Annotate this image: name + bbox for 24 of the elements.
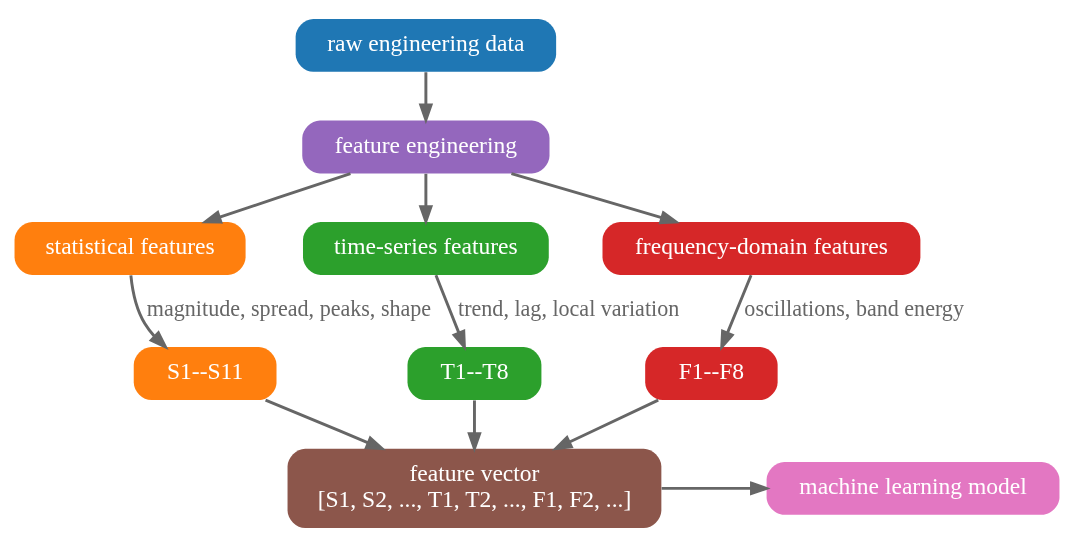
edge-label: magnitude, spread, peaks, shape bbox=[146, 295, 432, 321]
node-box: frequency-domain features bbox=[602, 221, 921, 275]
arrow bbox=[661, 480, 771, 496]
node-box: S1--S11 bbox=[133, 346, 277, 400]
node-box: feature vector [S1, S2, ..., T1, T2, ..., F1, F2, ...] bbox=[287, 448, 662, 528]
arrow bbox=[511, 171, 681, 224]
arrow bbox=[467, 399, 482, 453]
node-box: machine learning model bbox=[766, 461, 1060, 515]
node-box: feature engineering bbox=[302, 119, 550, 173]
arrow bbox=[434, 274, 467, 351]
arrow bbox=[551, 398, 659, 450]
arrow bbox=[201, 171, 351, 224]
edge-label: trend, lag, local variation bbox=[458, 295, 680, 321]
arrow bbox=[418, 173, 434, 226]
arrow bbox=[418, 71, 434, 124]
arrow bbox=[129, 274, 169, 350]
node-box: T1--T8 bbox=[407, 346, 542, 400]
edge-label: oscillations, band energy bbox=[744, 295, 964, 321]
arrow bbox=[265, 398, 387, 450]
node-box: time-series features bbox=[303, 221, 549, 275]
node-box: raw engineering data bbox=[295, 18, 557, 72]
node-box: F1--F8 bbox=[645, 346, 778, 400]
node-box: statistical features bbox=[14, 221, 246, 275]
arrow bbox=[720, 274, 753, 351]
